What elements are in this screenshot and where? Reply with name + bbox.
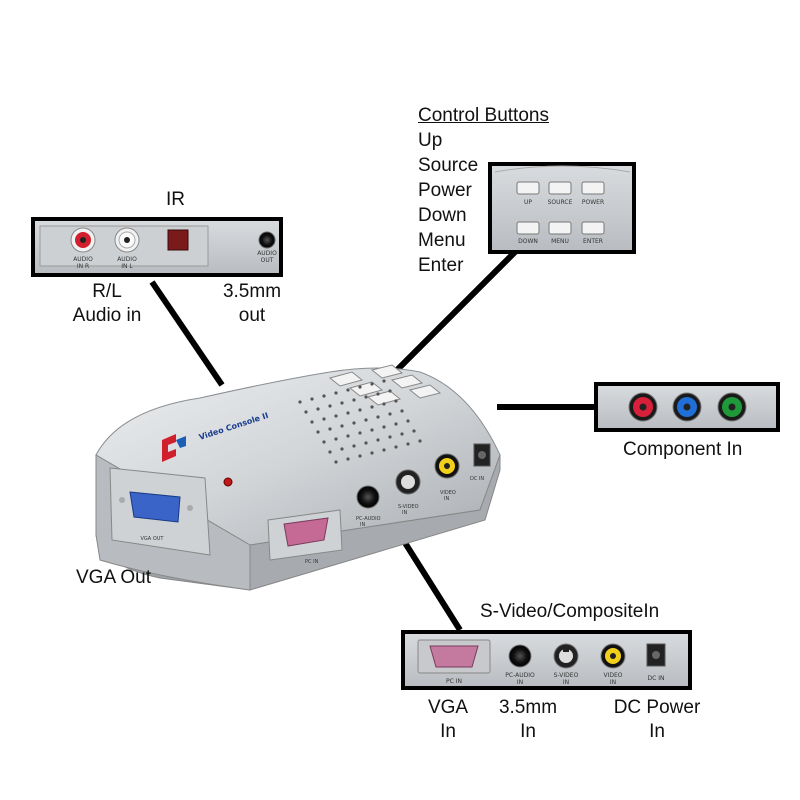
line-button-panel <box>392 249 518 375</box>
control-item-menu: Menu <box>418 230 466 251</box>
component-green-jack <box>717 392 747 422</box>
vga-in-line2: In <box>440 721 456 742</box>
button-menu <box>548 221 572 235</box>
mm-out-line2: out <box>238 305 266 326</box>
vga-in-line1: VGA <box>427 697 469 718</box>
component-panel <box>594 382 780 432</box>
device-video-jack <box>434 453 460 479</box>
button-up-label: UP <box>524 199 532 206</box>
power-led <box>223 477 233 487</box>
device-pc-in-port <box>267 509 343 561</box>
component-blue-jack <box>672 392 702 422</box>
speaker-grille <box>298 379 422 464</box>
rear-dc-in-label: DC IN <box>648 675 665 682</box>
mm-out-line1: 3.5mm <box>222 281 282 302</box>
device-vga-out-label: VGA OUT <box>141 536 165 542</box>
ir-window <box>167 229 189 251</box>
dc-in-jack <box>646 643 666 667</box>
rl-audio-in-label: R/L Audio in <box>62 280 152 328</box>
control-item-enter: Enter <box>418 255 464 276</box>
device-vga-out-port <box>109 467 211 556</box>
mm-out-label: 3.5mm out <box>212 280 292 328</box>
mm-in-label: 3.5mm In <box>490 696 566 744</box>
audio-in-r-jack <box>70 227 96 253</box>
rl-audio-in-line1: R/L <box>92 281 122 302</box>
control-item-down: Down <box>418 205 467 226</box>
button-panel: UP SOURCE POWER DOWN MENU ENTER <box>488 162 636 254</box>
pc-in-port <box>417 639 491 674</box>
vga-in-label: VGA In <box>420 696 476 744</box>
component-red-jack <box>628 392 658 422</box>
mm-in-line2: In <box>520 721 536 742</box>
device-pc-in-label: PC IN <box>305 559 319 565</box>
dc-power-in-line2: In <box>649 721 665 742</box>
rl-audio-in-line2: Audio in <box>72 305 142 326</box>
button-enter <box>581 221 605 235</box>
vga-out-label: VGA Out <box>76 567 151 588</box>
line-audio-panel <box>149 280 225 387</box>
top-buttons <box>328 364 442 406</box>
video-in-jack <box>600 643 626 669</box>
mm-in-line1: 3.5mm <box>498 697 558 718</box>
s-video-in-jack <box>553 643 579 669</box>
device-dc-label: DC IN <box>470 476 484 482</box>
dc-power-in-label: DC Power In <box>604 696 710 744</box>
device-pc-audio-jack <box>356 485 380 509</box>
button-down <box>516 221 540 235</box>
svideo-composite-in-label: S-Video/CompositeIn <box>480 601 660 622</box>
control-item-source: Source <box>418 155 479 176</box>
button-power <box>581 181 605 195</box>
dc-power-in-line1: DC Power <box>613 697 701 718</box>
control-item-power: Power <box>418 180 472 201</box>
brand-logo <box>162 434 186 462</box>
control-item-up: Up <box>418 130 443 151</box>
control-buttons-list: Up Source Power Down Menu Enter <box>418 129 478 278</box>
button-enter-label: ENTER <box>583 238 603 245</box>
pc-audio-in-jack <box>508 644 532 668</box>
button-source <box>548 181 572 195</box>
button-menu-label: MENU <box>551 238 569 245</box>
device-s-video-jack <box>395 469 421 495</box>
audio-out-jack <box>258 231 276 249</box>
component-in-label: Component In <box>623 439 743 460</box>
control-buttons-title: Control Buttons <box>418 105 549 126</box>
button-source-label: SOURCE <box>548 199 573 206</box>
button-down-label: DOWN <box>518 238 538 245</box>
audio-in-l-jack <box>114 227 140 253</box>
button-up <box>516 181 540 195</box>
button-power-label: POWER <box>582 199 604 206</box>
ir-label: IR <box>166 189 185 210</box>
device-dc-jack <box>473 443 491 467</box>
rear-pc-in-label: PC IN <box>446 678 462 685</box>
